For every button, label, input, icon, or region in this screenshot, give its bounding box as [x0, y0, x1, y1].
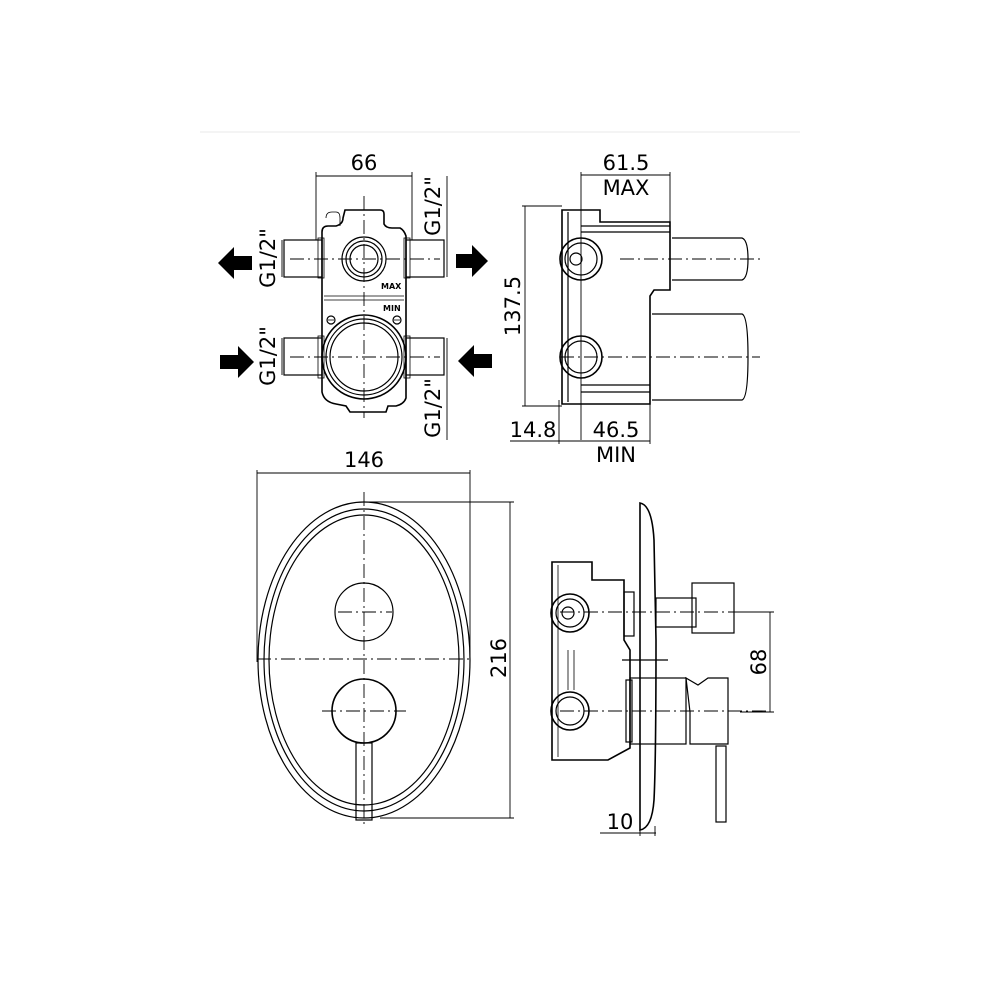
dim-label-137-5: 137.5	[501, 276, 525, 336]
dimension-height-137-5: 137.5	[501, 205, 562, 407]
dimension-width-146: 146	[256, 448, 471, 662]
valve-body-assembly	[550, 561, 635, 761]
mixer-lever-side	[715, 745, 727, 823]
dim-label-61-5: 61.5	[603, 151, 650, 175]
valve-body-side	[559, 209, 749, 405]
dim-label-14-8: 14.8	[510, 418, 557, 442]
dimension-depth-min: 14.8 46.5 MIN	[510, 400, 651, 467]
marking-min: MIN	[383, 304, 401, 313]
header-divider	[200, 131, 800, 133]
dim-label-max: MAX	[603, 176, 650, 200]
dimension-depth-max: 61.5 MAX	[580, 151, 671, 440]
dim-label-68: 68	[747, 649, 771, 676]
dim-label-146: 146	[344, 448, 384, 472]
dim-label-46-5: 46.5	[593, 418, 640, 442]
dimension-thickness-10: 10	[600, 810, 656, 836]
arrow-right-out-icon	[456, 245, 488, 277]
marking-max: MAX	[381, 282, 402, 291]
dim-label-216: 216	[487, 638, 511, 678]
dimension-spacing-68: 68	[740, 611, 774, 713]
dimension-height-216: 216	[364, 501, 514, 819]
thread-label-top-left: G1/2"	[256, 228, 280, 288]
diverter-knob-side	[691, 582, 735, 634]
body-side-view: 61.5 MAX 137.5 14.8 46.5 MIN	[501, 151, 760, 467]
dim-label-min: MIN	[596, 443, 636, 467]
plate-front-view: 146 216	[256, 448, 514, 828]
arrow-left-out-icon	[218, 247, 252, 279]
thread-label-bottom-right: G1/2"	[421, 378, 445, 438]
thread-label-top-right: G1/2"	[421, 176, 445, 236]
assembly-side-view: 68 10	[550, 502, 774, 836]
dim-label-10: 10	[607, 810, 634, 834]
body-front-view: 66	[218, 151, 492, 440]
dim-label-66: 66	[351, 151, 378, 175]
thread-label-bottom-left: G1/2"	[256, 326, 280, 386]
arrow-left-in-icon	[458, 345, 492, 377]
cover-plate-side	[639, 502, 657, 831]
dimension-width-66: 66	[315, 151, 413, 240]
arrow-right-in-icon	[220, 346, 254, 378]
